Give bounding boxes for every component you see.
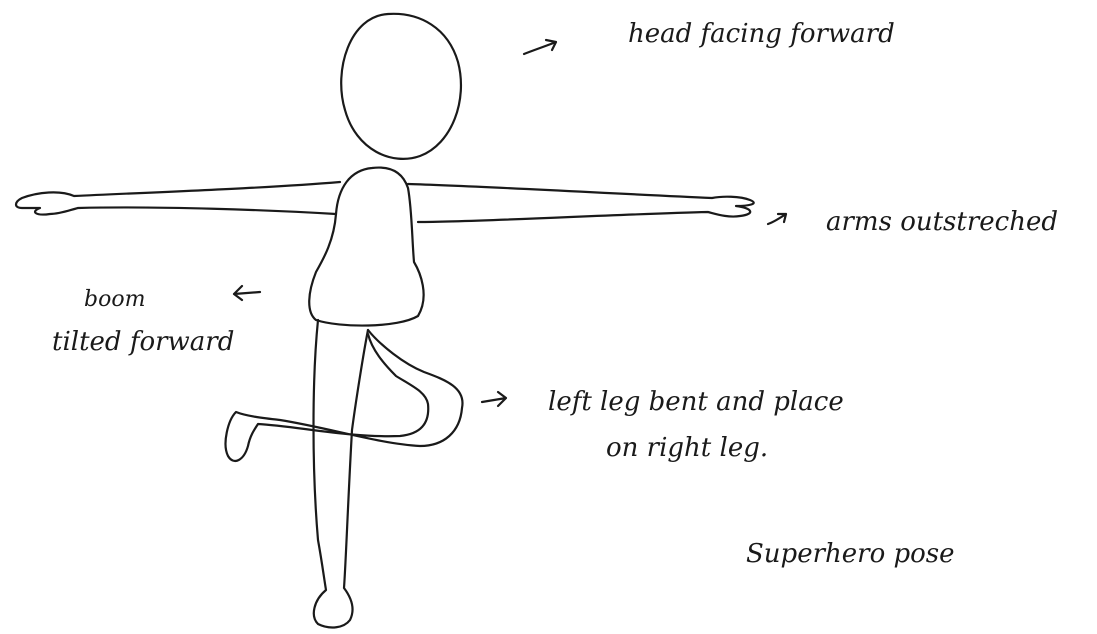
leg-note-line1: left leg bent and place xyxy=(548,387,844,417)
figure-standing-leg xyxy=(314,320,369,627)
head-note: head facing forward xyxy=(628,19,895,49)
arms-arrow-icon xyxy=(768,214,786,224)
figure-right-arm xyxy=(408,184,754,222)
figure-head xyxy=(341,14,461,159)
stick-figure xyxy=(16,14,754,628)
figure-bent-leg xyxy=(226,330,463,461)
body-arrow-icon xyxy=(234,286,260,300)
head-arrow-icon xyxy=(524,40,556,54)
leg-arrow-icon xyxy=(482,392,506,406)
figure-torso xyxy=(309,168,423,326)
body-note-line1: boom xyxy=(84,287,145,312)
arms-note: arms outstreched xyxy=(826,207,1058,237)
body-note-line2: tilted forward xyxy=(52,327,234,357)
figure-left-arm xyxy=(16,182,340,215)
annotation-arrows xyxy=(234,40,786,406)
pose-title: Superhero pose xyxy=(746,539,955,569)
leg-note-line2: on right leg. xyxy=(606,433,768,463)
annotations: head facing forward arms outstreched boo… xyxy=(52,19,1058,569)
